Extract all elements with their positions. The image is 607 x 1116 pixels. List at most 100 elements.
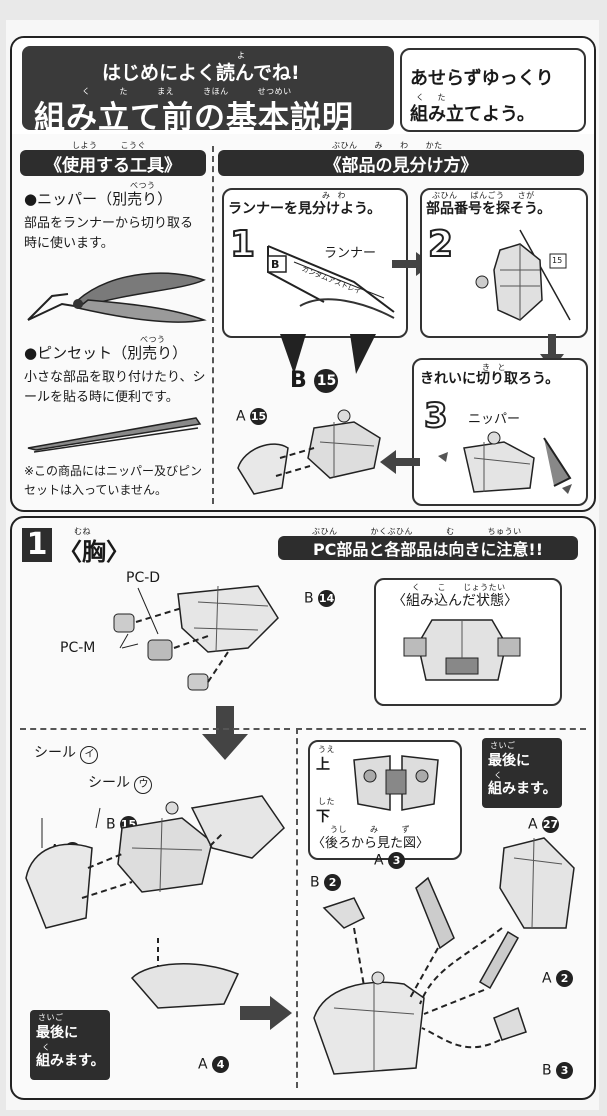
a4-number: 4	[212, 1056, 230, 1073]
step1-number: 1	[229, 223, 256, 266]
last-assemble-note-right	[482, 738, 562, 808]
bottom-label: 下	[316, 809, 330, 825]
assembled-label: 〈組み込んだ状態〉	[392, 593, 518, 609]
nipper-label: ニッパー	[468, 412, 521, 427]
step2-number: 2	[427, 223, 454, 266]
tweezer-desc: 小さな部品を取り付けたり、シールを貼る時に便利です。	[24, 370, 206, 405]
runner-step-box	[222, 188, 408, 338]
a4-letter: A	[198, 1056, 208, 1073]
assembled-chest-illustration	[403, 619, 521, 681]
chest-exploded-left-illustration	[25, 795, 285, 929]
a15-number: 15	[250, 408, 268, 425]
assembled-ruby: く こ じょうたい	[412, 583, 506, 592]
pcd-label: PC-D	[126, 570, 161, 586]
seal-i-label: シール イ	[34, 742, 99, 764]
b15-letter: B	[290, 368, 307, 393]
step1-text: ランナーを見分けよう。	[228, 201, 382, 217]
caution-banner: PC部品と各部品は向きに注意!!	[278, 536, 578, 560]
tools-ruby: しよう こうぐ	[72, 141, 147, 150]
header-side-line2: 組み立てよう。	[410, 104, 535, 125]
parts-ruby: ぶひん み わ かた	[332, 141, 443, 150]
nipper-title: ●ニッパー（別売り）	[24, 190, 173, 208]
tweezer-title: ●ピンセット（別売り）	[24, 344, 188, 362]
b15-chest-letter: B	[106, 816, 116, 833]
bottom-ruby: した	[318, 797, 335, 806]
a27-number: 27	[542, 816, 560, 833]
b15-number: 15	[314, 369, 339, 393]
seal-i-mark: イ	[80, 746, 99, 764]
chest-exploded-right-illustration	[313, 837, 575, 1075]
seal-u-mark: ウ	[134, 776, 153, 794]
nipper-icon	[27, 272, 207, 323]
pc-parts-exploded-illustration	[113, 585, 279, 691]
b3-label: B 3	[542, 1062, 574, 1079]
step1-ruby: み わ	[322, 191, 347, 200]
top-ruby: うえ	[318, 745, 335, 754]
nipper-desc: 部品をランナーから切り取る時に使います。	[24, 216, 194, 251]
last-text2-left: 組みます。	[36, 1053, 105, 1069]
b3-number: 3	[556, 1062, 574, 1079]
step1-right-divider	[296, 728, 586, 730]
a15-letter: A	[236, 408, 246, 425]
nipper-ruby: べつう	[130, 181, 156, 190]
arrow-down-large-icon	[202, 706, 248, 760]
step3-number: 3	[423, 395, 449, 437]
a2-letter: A	[542, 970, 552, 987]
last-assemble-note-left	[30, 1010, 110, 1080]
last-ruby-left: さいご	[38, 1013, 64, 1022]
step2-ruby: ぶひん ばんごう さが	[432, 191, 535, 200]
runner-label: ランナー	[324, 246, 377, 261]
a2-label: A 2	[542, 970, 574, 987]
b14-label: B 14	[304, 590, 336, 607]
seal-u-label: シール ウ	[88, 772, 153, 794]
step1-chest-panel: 1 むね 〈胸〉 ぶひん かくぶひん む ちゅうい PC部品と各部品は向きに注意…	[10, 516, 596, 1100]
back-ruby: うし み ず	[330, 825, 411, 834]
last-ruby-right: さいご	[490, 741, 516, 750]
b14-letter: B	[304, 590, 314, 607]
back-view-illustration	[353, 755, 439, 811]
last-ruby2-left: く	[42, 1043, 51, 1052]
step1-vertical-divider	[296, 728, 298, 1088]
b2-number: 2	[324, 874, 342, 891]
instruction-sheet: よ はじめによく読んでね! く た まえ きほん せつめい 組み立て前の基本説明…	[6, 20, 599, 1110]
step3-ruby: き と	[482, 363, 507, 372]
header-side-line1: あせらずゆっくり	[410, 68, 554, 89]
caution-ruby: ぶひん かくぶひん む ちゅうい	[312, 527, 522, 536]
header-ruby-2: く た まえ きほん せつめい	[82, 87, 292, 96]
a15-label: A 15	[236, 408, 268, 425]
header-line2: 組み立て前の基本説明	[34, 100, 354, 136]
parts-title: 《部品の見分け方》	[218, 150, 584, 176]
step3-text: きれいに切り取ろう。	[420, 371, 560, 387]
header-line1: はじめによく読んでね!	[102, 62, 300, 84]
step1-number-box: 1	[22, 528, 52, 562]
tweezer-icon	[27, 417, 202, 453]
seal-i-text: シール	[34, 745, 76, 761]
a2-number: 2	[556, 970, 574, 987]
arrow-left-icon	[380, 450, 420, 474]
a4-part-illustration	[130, 938, 240, 1009]
last-text1-right: 最後に	[488, 753, 530, 769]
b2-label: B 2	[310, 874, 342, 891]
a3-label: A 3	[374, 852, 406, 869]
part-on-runner-illustration	[475, 229, 571, 321]
basic-explanation-panel: よ はじめによく読んでね! く た まえ きほん せつめい 組み立て前の基本説明…	[10, 36, 596, 512]
part-tag: 15	[552, 256, 563, 265]
a3-letter: A	[374, 852, 384, 869]
tools-title: 《使用する工具》	[20, 150, 206, 176]
back-label: 〈後ろから見た図〉	[312, 836, 430, 851]
a27-label: A 27	[528, 816, 560, 833]
b14-number: 14	[318, 590, 336, 607]
top-label: 上	[316, 757, 330, 773]
pointer-triangles	[280, 334, 376, 374]
b15-label: B 15	[290, 368, 339, 393]
b3-letter: B	[542, 1062, 552, 1079]
a4-label: A 4	[198, 1056, 230, 1073]
chest-title: 〈胸〉	[58, 538, 130, 566]
arrow-right-large-icon	[240, 996, 292, 1030]
tweezer-ruby: べつう	[140, 335, 166, 344]
seal-u-text: シール	[88, 775, 130, 791]
last-text1-left: 最後に	[36, 1025, 78, 1041]
step1-left-divider	[20, 728, 290, 730]
b2-letter: B	[310, 874, 320, 891]
header-title-box	[22, 46, 394, 130]
